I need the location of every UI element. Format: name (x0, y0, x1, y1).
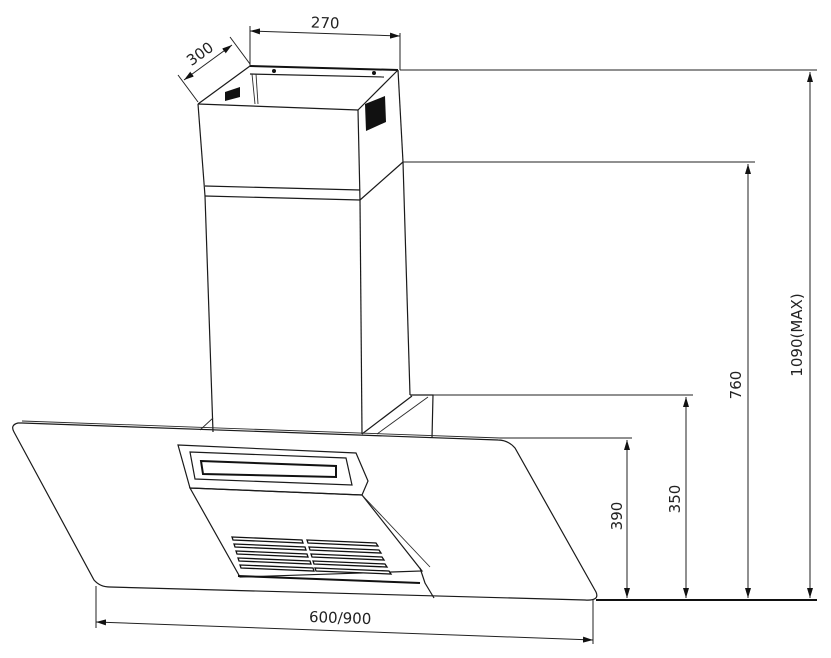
dimension-chimney-depth (177, 36, 251, 103)
grease-filter-grille (231, 536, 393, 575)
label-chimney-depth: 300 (183, 38, 217, 69)
vent-slot-right (365, 96, 386, 131)
lower-chimney (199, 161, 434, 439)
label-total-height: 1090(MAX) (788, 293, 806, 376)
vent-slot-left (225, 87, 240, 101)
upper-chimney (197, 65, 404, 201)
glass-panel (12, 420, 598, 601)
filter-body (188, 487, 435, 599)
control-panel (177, 444, 369, 496)
label-overall-width: 600/900 (309, 608, 372, 628)
dimension-overall-width (95, 586, 594, 644)
label-chimney-height: 760 (727, 371, 745, 400)
label-chimney-width: 270 (311, 14, 340, 33)
screw-hole-icon (372, 71, 376, 75)
dimension-chimney-width (249, 26, 401, 70)
screw-hole-icon (272, 69, 276, 73)
label-body-height: 350 (666, 485, 684, 514)
label-glass-height: 390 (608, 502, 626, 531)
